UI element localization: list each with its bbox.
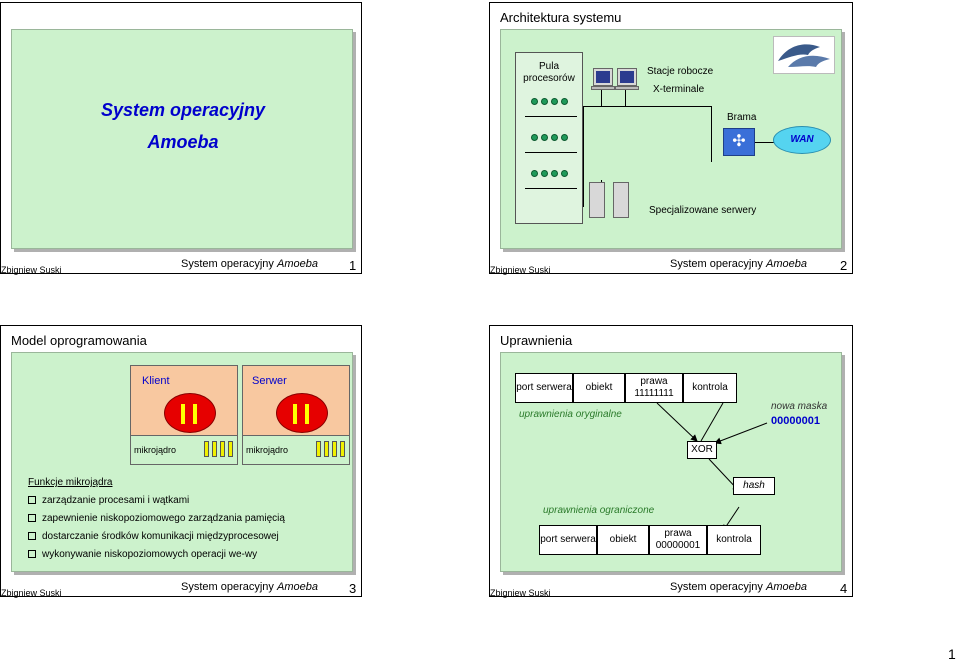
processor-pool-label: Pula procesorów — [523, 61, 575, 84]
page-number: 1 — [948, 646, 956, 662]
slide-number: 4 — [840, 581, 848, 596]
gateway-label: Brama — [727, 112, 757, 123]
footer-title: System operacyjny Amoeba — [670, 581, 807, 593]
top-rights-cell: prawa 11111111 — [625, 373, 683, 403]
footer-title-prefix: System operacyjny — [670, 258, 763, 270]
restricted-label: uprawnienia ograniczone — [543, 505, 655, 516]
footer-title-emph: Amoeba — [766, 258, 807, 270]
slide-4-panel: port serwera obiekt prawa 11111111 kontr… — [500, 352, 842, 572]
cpu-pin — [561, 134, 568, 141]
function-item-text: dostarczanie środków komunikacji międzyp… — [42, 531, 279, 542]
top-object-cell: obiekt — [573, 373, 625, 403]
processor-pool-box — [515, 52, 583, 224]
slide-1-panel: System operacyjny Amoeba — [11, 29, 353, 249]
footer-title-emph: Amoeba — [766, 581, 807, 593]
workstations-label: Stacje robocze — [647, 66, 714, 77]
footer-author: Zbigniew Suski — [1, 588, 62, 598]
footer-title-prefix: System operacyjny — [181, 581, 274, 593]
footer-title-prefix: System operacyjny — [181, 258, 274, 270]
network-bus — [583, 106, 711, 107]
function-item-text: zapewnienie niskopoziomowego zarządzania… — [42, 513, 285, 524]
function-item: zarządzanie procesami i wątkami — [28, 495, 189, 506]
function-item-text: zarządzanie procesami i wątkami — [42, 495, 190, 506]
servers-label: Specjalizowane serwery — [649, 205, 757, 216]
xor-box: XOR — [687, 441, 717, 459]
top-port-cell: port serwera — [515, 373, 573, 403]
slide-2-panel: Pula procesorów Stacje — [500, 29, 842, 249]
hash-box: hash — [733, 477, 775, 495]
original-label: uprawnienia oryginalne — [519, 409, 622, 420]
microkernel-right-label: mikrojądro — [246, 445, 289, 455]
footer-author: Zbigniew Suski — [490, 265, 551, 275]
xterminals-label: X-terminale — [653, 84, 705, 95]
footer-author: Zbigniew Suski — [1, 265, 62, 275]
slide-3-panel: Klient Serwer mikrojądro mikrojądro Funk… — [11, 352, 353, 572]
cpu-pin — [561, 98, 568, 105]
mask-label: nowa maska — [771, 401, 828, 412]
function-item-text: wykonywanie niskopoziomowych operacji we… — [42, 549, 258, 560]
server-icon — [613, 182, 629, 218]
bottom-rights-cell: prawa 00000001 — [649, 525, 707, 555]
slide-number: 2 — [840, 258, 848, 273]
footer-title: System operacyjny Amoeba — [181, 581, 318, 593]
bottom-port-cell: port serwera — [539, 525, 597, 555]
slide-4-title: Uprawnienia — [500, 333, 573, 348]
client-label: Klient — [142, 375, 170, 387]
router-icon: ✣ — [723, 128, 755, 156]
cpu-pin — [541, 170, 548, 177]
top-check-cell: kontrola — [683, 373, 737, 403]
cpu-pin — [531, 170, 538, 177]
cpu-pin — [551, 134, 558, 141]
microkernel-left-label: mikrojądro — [134, 445, 177, 455]
footer-title: System operacyjny Amoeba — [670, 258, 807, 270]
client-process-icon — [164, 393, 216, 433]
server-process-icon — [276, 393, 328, 433]
slide-1-title-line1: System operacyjny — [100, 100, 266, 120]
slide-1-title-line2: Amoeba — [147, 132, 219, 152]
footer-title-emph: Amoeba — [277, 258, 318, 270]
bottom-object-cell: obiekt — [597, 525, 649, 555]
workstation-icon — [617, 68, 637, 86]
function-item: wykonywanie niskopoziomowych operacji we… — [28, 549, 257, 560]
slide-2: Architektura systemu Pula procesorów — [489, 2, 853, 275]
cpu-pin — [551, 98, 558, 105]
footer-author: Zbigniew Suski — [490, 588, 551, 598]
workstation-icon — [593, 68, 613, 86]
slide-1: System operacyjny Amoeba Zbigniew Suski … — [0, 2, 362, 275]
server-label: Serwer — [252, 375, 287, 387]
footer-title-emph: Amoeba — [277, 581, 318, 593]
cpu-pin — [531, 98, 538, 105]
function-item: zapewnienie niskopoziomowego zarządzania… — [28, 513, 285, 524]
functions-heading: Funkcje mikrojądra — [28, 477, 113, 488]
wan-cloud — [773, 126, 831, 154]
footer-title-prefix: System operacyjny — [670, 581, 763, 593]
cpu-pin — [541, 134, 548, 141]
cpu-pin — [561, 170, 568, 177]
footer-title: System operacyjny Amoeba — [181, 258, 318, 270]
slide-2-title: Architektura systemu — [500, 10, 622, 25]
bottom-check-cell: kontrola — [707, 525, 761, 555]
slide-3-title: Model oprogramowania — [11, 333, 147, 348]
slide-3: Model oprogramowania Klient Serwer mikro… — [0, 325, 362, 598]
slide-number: 3 — [349, 581, 357, 596]
slide-4: Uprawnienia port serwera obiekt prawa 11… — [489, 325, 853, 598]
wan-label: WAN — [790, 134, 814, 145]
server-icon — [589, 182, 605, 218]
function-item: dostarczanie środków komunikacji międzyp… — [28, 531, 279, 542]
cpu-pin — [551, 170, 558, 177]
cpu-pin — [531, 134, 538, 141]
mask-value: 00000001 — [771, 415, 820, 427]
slide-number: 1 — [349, 258, 357, 273]
cpu-pin — [541, 98, 548, 105]
dolphin-logo — [773, 36, 835, 74]
